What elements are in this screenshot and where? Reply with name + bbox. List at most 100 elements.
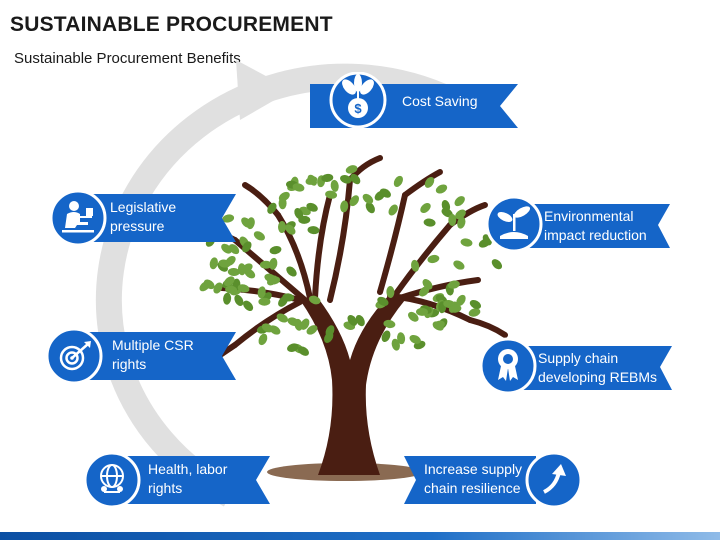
tree-leaf [307, 226, 320, 235]
tree-leaf [258, 333, 268, 346]
ribbon-banner [498, 346, 672, 390]
tree-leaf [383, 319, 396, 329]
benefit-label: Supply chain developing REBMs [538, 350, 658, 385]
tree-leaf [340, 200, 349, 213]
tree-leaf [223, 292, 232, 305]
tree-leaf [449, 304, 462, 313]
tree-leaf [347, 315, 358, 326]
benefit-health-labor: Health, labor rights [84, 452, 270, 512]
tree-leaf [457, 216, 466, 229]
benefit-label: Cost Saving [402, 93, 478, 109]
tree-leaf [308, 295, 321, 305]
tree-leaf [234, 294, 244, 306]
tree-leaf [420, 203, 431, 213]
tree-leaf [259, 260, 272, 269]
tree-leaf [278, 296, 288, 307]
arrow-up-icon [543, 464, 566, 494]
tree-leaf [423, 218, 436, 227]
tree-leaf [377, 296, 389, 306]
ribbon-banner [86, 332, 236, 380]
tree-leaf [491, 259, 503, 270]
benefit-csr-rights: Multiple CSR rights [46, 328, 236, 388]
tree-leaf [222, 214, 235, 223]
benefit-resilience: Increase supply chain resilience [404, 452, 584, 512]
tree-leaf [258, 297, 271, 306]
tree-leaf [325, 190, 338, 199]
tree-leaf [374, 190, 386, 201]
tree-leaf [419, 286, 430, 297]
tree-branch [392, 222, 453, 298]
tree-leaf [221, 243, 232, 254]
tree-leaf [330, 179, 339, 192]
tree-leaf [381, 330, 391, 343]
tree-leaf [300, 318, 310, 330]
sprout-icon [497, 206, 531, 239]
award-badge-icon [498, 349, 518, 381]
globe-people-icon [100, 464, 124, 493]
tree-leaf [305, 176, 318, 185]
tree-leaf [411, 259, 420, 272]
tree-leaf [257, 286, 266, 299]
tree-leaf [267, 275, 278, 286]
tree-leaf [253, 231, 265, 241]
tree-leaf [277, 221, 287, 233]
tree-branch [232, 299, 303, 348]
tree-leaf [460, 238, 473, 247]
tree-leaf [349, 195, 360, 207]
tree-leaf [456, 294, 466, 306]
tree-leaf [448, 214, 457, 226]
tree-leaf [278, 197, 287, 210]
tree-leaf [388, 204, 398, 216]
target-icon [59, 341, 91, 371]
tree-leaf [269, 257, 278, 270]
benefit-supply-chain-rebms: Supply chain developing REBMs [478, 336, 690, 398]
benefit-label: Increase supply chain resilience [424, 461, 523, 496]
tree-leaf [386, 286, 395, 298]
tree-leaf [294, 208, 304, 220]
tree-leaf [416, 307, 428, 316]
tree-branch [242, 182, 281, 218]
benefit-label: Legislative pressure [110, 199, 177, 234]
benefit-cost-saving: $ Cost Saving [300, 72, 518, 132]
tree-leaf [261, 323, 274, 333]
person-desk-icon [62, 201, 94, 233]
tree-leaf [227, 267, 240, 277]
svg-text:$: $ [354, 101, 362, 116]
tree-leaf [424, 176, 435, 188]
tree-leaf [409, 334, 421, 344]
tree-leaf [321, 173, 334, 182]
tree-leaf [209, 257, 218, 270]
ribbon-banner [500, 204, 670, 248]
money-plant-icon: $ [342, 74, 374, 118]
tree-leaf [397, 332, 406, 345]
tree-branch [387, 293, 473, 323]
ribbon-banner [404, 456, 536, 504]
ribbon-banner [90, 194, 236, 242]
tree-leaf [324, 331, 334, 343]
tree-leaf [365, 202, 375, 214]
tree-leaf [242, 241, 252, 253]
tree-leaf [340, 175, 352, 184]
tree-leaf [454, 196, 465, 207]
icon-circle [84, 452, 141, 509]
footer-bar [0, 532, 720, 540]
tree-leaf [350, 173, 361, 185]
benefit-label: Environmental impact reduction [544, 208, 647, 243]
tree-leaf [203, 279, 215, 290]
tree-leaf [306, 325, 318, 335]
tree-leaf [243, 300, 254, 311]
page-title: SUSTAINABLE PROCUREMENT [10, 13, 333, 36]
benefit-label: Health, labor rights [148, 461, 228, 496]
page-subtitle: Sustainable Procurement Benefits [14, 50, 241, 67]
tree-branch [327, 177, 353, 303]
tree-leaf [286, 266, 297, 277]
tree-leaf [427, 254, 440, 264]
tree-leaf [213, 282, 223, 294]
tree-leaf [469, 299, 481, 310]
tree-leaf [237, 263, 246, 276]
tree-branch [377, 192, 408, 295]
tree-leaf [355, 314, 365, 327]
benefit-environmental-impact: Environmental impact reduction [480, 194, 688, 256]
tree-leaf [306, 202, 318, 212]
